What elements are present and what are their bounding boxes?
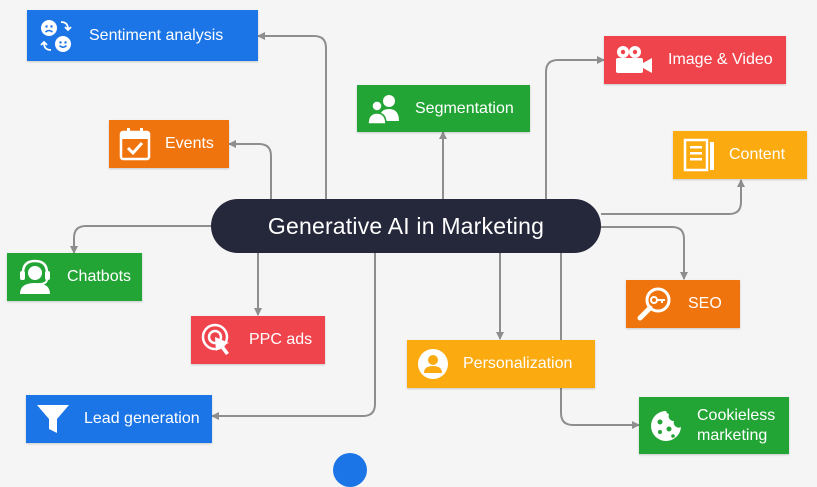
node-image-video-label: Image & Video [668, 51, 773, 68]
connector-chatbots [70, 225, 211, 254]
connector-image-video [545, 56, 605, 199]
node-content-label: Content [729, 146, 786, 163]
partial-circle-decoration [333, 453, 367, 487]
node-cookieless-marketing-label: Cookieless marketing [697, 406, 775, 446]
faces-swap-icon [37, 17, 75, 55]
node-chatbots[interactable]: Chatbots [7, 253, 142, 301]
cookieless-line-2: marketing [697, 426, 768, 444]
node-seo-label: SEO [688, 295, 722, 312]
node-events[interactable]: Events [109, 120, 229, 168]
connector-content [601, 179, 745, 215]
node-personalization-label: Personalization [463, 355, 573, 372]
node-personalization[interactable]: Personalization [407, 340, 595, 388]
central-topic: Generative AI in Marketing [211, 199, 601, 253]
connector-lines [70, 32, 745, 429]
connector-events [228, 140, 272, 199]
user-circle-icon [417, 348, 449, 380]
node-image-video[interactable]: Image & Video [604, 36, 786, 84]
headset-agent-icon [17, 259, 53, 295]
calendar-check-icon [119, 127, 151, 161]
node-events-label: Events [165, 135, 214, 152]
node-segmentation[interactable]: Segmentation [357, 85, 530, 132]
document-icon [683, 138, 715, 172]
search-key-icon [636, 286, 674, 322]
funnel-icon [36, 402, 70, 436]
node-seo[interactable]: SEO [626, 280, 740, 328]
node-sentiment-analysis[interactable]: Sentiment analysis [27, 10, 258, 61]
node-lead-generation[interactable]: Lead generation [26, 395, 212, 443]
connector-seo [599, 226, 688, 280]
node-chatbots-label: Chatbots [67, 268, 132, 285]
connector-cookieless-marketing [560, 253, 640, 429]
cookieless-line-1: Cookieless [697, 406, 776, 424]
central-topic-label: Generative AI in Marketing [267, 212, 545, 239]
node-ppc-ads-label: PPC ads [249, 331, 313, 348]
click-target-icon [201, 323, 235, 357]
connector-sentiment-analysis [257, 32, 327, 199]
cookie-icon [649, 409, 683, 443]
video-camera-icon [614, 44, 654, 76]
node-ppc-ads[interactable]: PPC ads [191, 316, 325, 364]
node-lead-generation-label: Lead generation [84, 410, 200, 427]
node-cookieless-marketing[interactable]: Cookieless marketing [639, 397, 789, 454]
node-segmentation-label: Segmentation [415, 99, 514, 117]
users-icon [367, 93, 401, 125]
node-content[interactable]: Content [673, 131, 807, 179]
connector-lead-generation [211, 253, 376, 420]
node-sentiment-analysis-label: Sentiment analysis [89, 26, 224, 44]
